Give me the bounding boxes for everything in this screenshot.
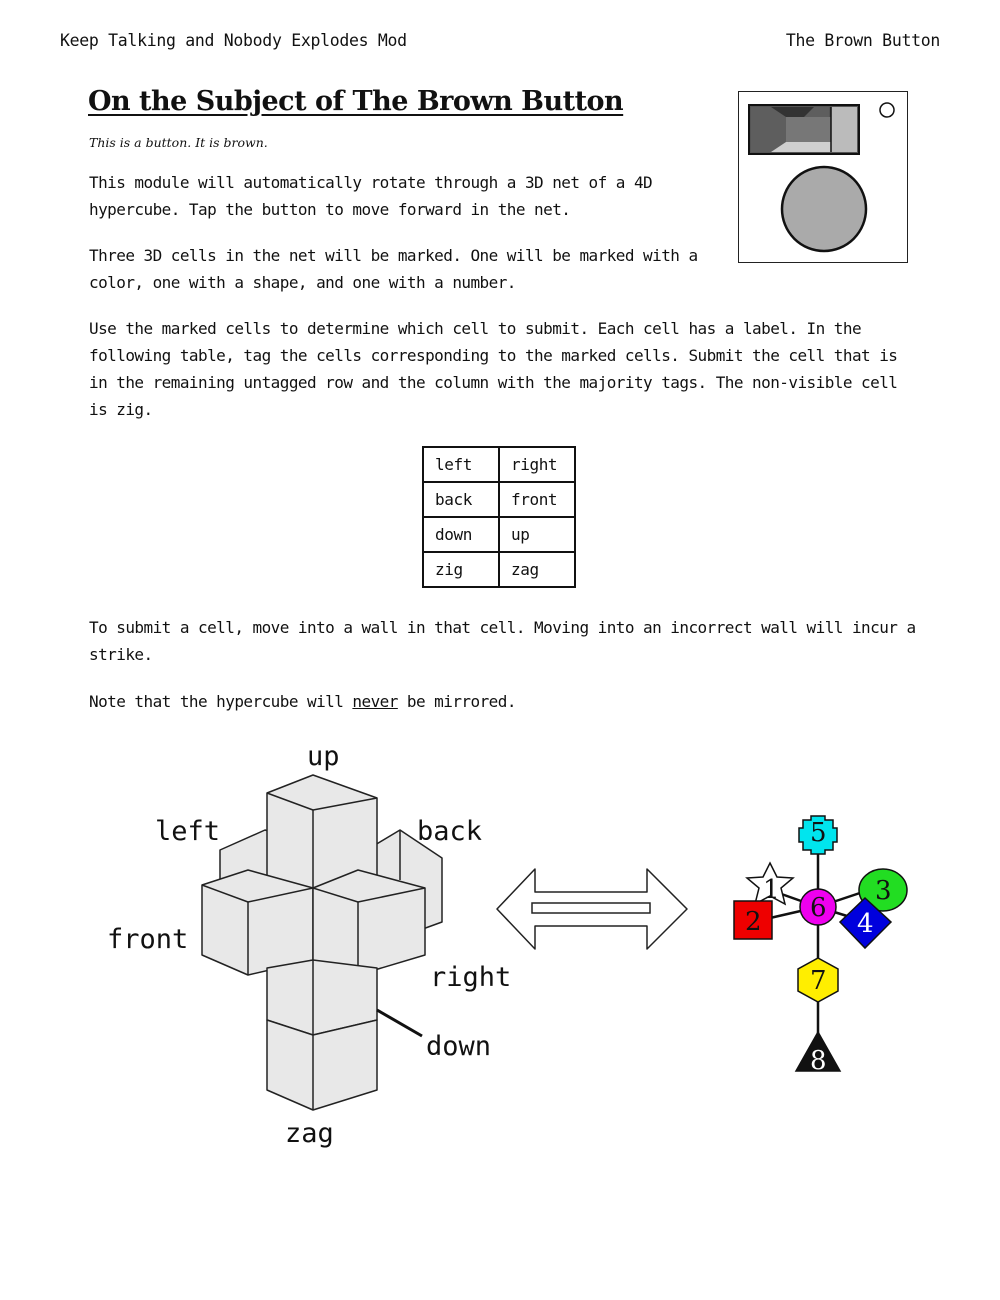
net-label-up: up [307,741,340,772]
node-1-star: 1 [745,861,795,906]
node-label: 4 [857,909,874,939]
node-8-black-triangle: 8 [794,1030,842,1076]
status-light-icon [879,102,895,118]
page-title: On the Subject of The Brown Button [88,86,624,117]
table-cell: zag [498,551,576,588]
node-label: 2 [745,907,762,937]
table-row: down up [422,516,576,553]
net-label-right: right [430,962,511,993]
paragraph-table-rules: Use the marked cells to determine which … [89,319,898,419]
module-illustration [738,91,908,263]
node-3-green-ellipse: 3 [858,868,908,912]
node-2-red-square: 2 [733,900,773,940]
page-header-right: The Brown Button [785,31,940,50]
node-5-cyan-plus: 5 [798,815,838,855]
node-label: 1 [763,875,780,905]
net-label-zag: zag [285,1118,334,1149]
table-row: zig zag [422,551,576,588]
cell-node-graph: 5 1 2 6 3 4 7 8 [733,815,908,1076]
paragraph-submit: To submit a cell, move into a wall in th… [89,618,916,664]
node-7-yellow-hexagon: 7 [797,957,839,1003]
table-cell: back [422,481,500,518]
node-label: 8 [810,1046,827,1076]
paragraph-marked-cells: Three 3D cells in the net will be marked… [89,246,698,292]
table-cell: left [422,446,500,483]
cube-right [312,869,426,976]
page-header-left: Keep Talking and Nobody Explodes Mod [60,31,407,50]
flavor-text: This is a button. It is brown. [89,135,268,150]
display-panel-icon [748,104,860,155]
hypercube-net-diagram: up left back front right down zag [107,741,511,1149]
paragraph-mirror-note: Note that the hypercube will never be mi… [89,688,919,715]
cell-label-table: left right back front down up zig zag [422,446,576,588]
cube-front [201,869,314,976]
node-label: 5 [810,818,827,848]
table-cell: zig [422,551,500,588]
node-6-magenta-circle: 6 [799,888,837,926]
net-label-front: front [107,924,188,955]
table-cell: front [498,481,576,518]
mirror-note-emphasis: never [352,692,398,711]
net-label-down: down [426,1031,491,1062]
brown-button-icon [780,165,868,253]
node-4-blue-diamond: 4 [838,896,893,950]
node-label: 7 [810,966,827,996]
node-label: 3 [875,876,892,906]
table-cell: up [498,516,576,553]
table-cell: down [422,516,500,553]
double-arrow-icon [496,868,688,950]
mirror-note-before: Note that the hypercube will [89,692,353,711]
cube-zag [266,1019,378,1111]
mirror-note-after: be mirrored. [397,692,517,711]
table-cell: right [498,446,576,483]
node-label: 6 [810,893,827,923]
net-label-back: back [417,816,482,847]
table-row: left right [422,446,576,483]
paragraph-intro: This module will automatically rotate th… [89,173,653,219]
net-label-left: left [155,816,220,847]
table-row: back front [422,481,576,518]
